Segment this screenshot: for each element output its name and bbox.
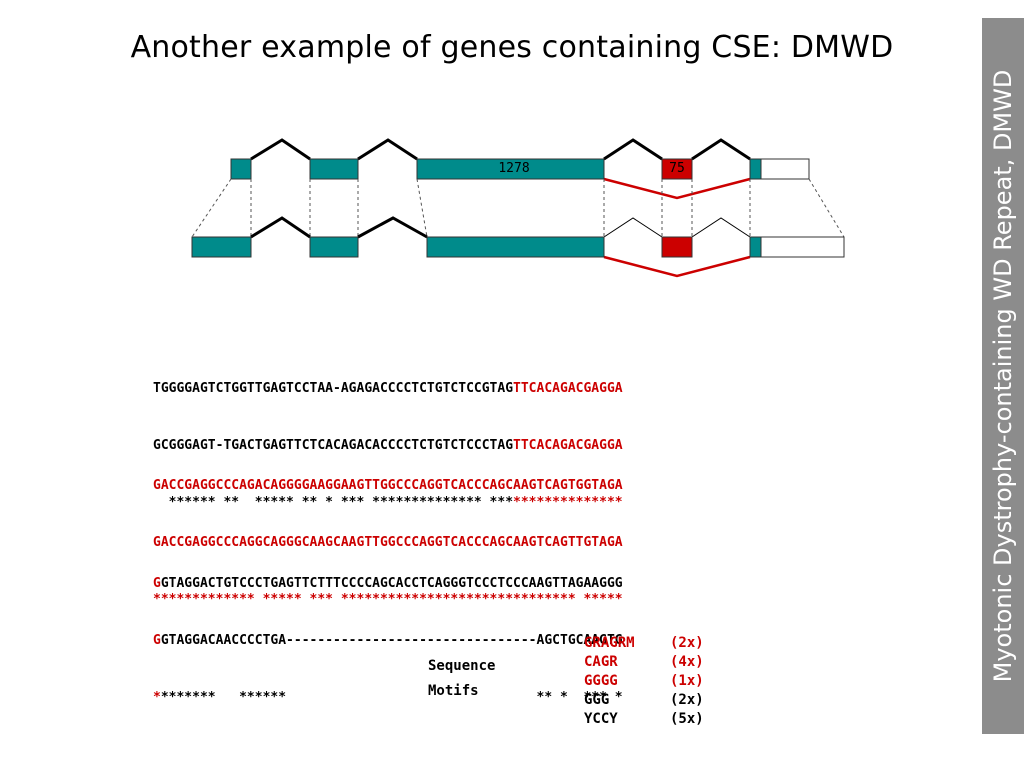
top-alt-splice — [603, 177, 751, 200]
bottom-exon-1 — [191, 236, 252, 258]
alignment-block-2: GACCGAGGCCCAGACAGGGGAAGGAAGTTGGCCCAGGTCA… — [153, 438, 623, 628]
block1-line3: ****** ** ***** ** * *** ************** … — [153, 495, 623, 510]
bottom-intron-1 — [250, 216, 311, 239]
alignment-block-3: GGTAGGACTGTCCCTGAGTTCTTTCCCCAGCACCTCAGGG… — [153, 536, 623, 726]
block2-line3: ************* ***** *** ****************… — [153, 592, 623, 607]
block3-line1: GGTAGGACTGTCCCTGAGTTCTTTCCCCAGCACCTCAGGG… — [153, 576, 623, 591]
bottom-exon-3 — [426, 236, 605, 258]
motif-row: CAGR(4x) — [584, 654, 704, 670]
bottom-introns-thin — [603, 217, 751, 238]
connector-10 — [808, 178, 845, 238]
bottom-alt-splice — [603, 255, 751, 278]
sidebar-banner: Myotonic Dystrophy-containing WD Repeat,… — [982, 18, 1024, 734]
bottom-exon-alt — [661, 236, 693, 258]
exon-label-75: 75 — [669, 161, 685, 176]
top-intron-4 — [691, 138, 751, 161]
motif-table: GRAGRM(2x) CAGR(4x) GGGG(1x) GGG(2x) YCC… — [584, 634, 704, 729]
bottom-exon-5 — [749, 236, 762, 258]
top-intron-1 — [250, 138, 311, 161]
dashed-connectors — [191, 178, 845, 238]
connector-1 — [191, 178, 232, 238]
block1-line1: TGGGGAGTCTGGTTGAGTCCTAA-AGAGACCCCTCTGTCT… — [153, 381, 623, 396]
bottom-intron-3 — [603, 217, 663, 238]
slide-title: Another example of genes containing CSE:… — [130, 30, 894, 65]
alignment-block-1: TGGGGAGTCTGGTTGAGTCCTAA-AGAGACCCCTCTGTCT… — [153, 341, 623, 531]
top-exon-5 — [749, 158, 762, 180]
splicing-diagram: 1278 75 — [191, 138, 845, 278]
bottom-intron-4 — [691, 217, 751, 238]
bottom-exon-2 — [309, 236, 359, 258]
top-exons — [230, 158, 810, 180]
top-exon-alt — [661, 158, 693, 180]
block1-line2: GCGGGAGT-TGACTGAGTTCTCACAGACACCCCTCTGTCT… — [153, 438, 623, 453]
top-exon-2 — [309, 158, 359, 180]
bottom-exons — [191, 236, 845, 258]
motif-label-sequence: Sequence — [428, 658, 496, 674]
motif-row: GGG(2x) — [584, 692, 704, 708]
block3-line3: ******** ****** ** * *** * — [153, 690, 623, 705]
bottom-intron-2 — [357, 216, 428, 239]
connector-5 — [416, 178, 428, 238]
top-intron-2 — [357, 138, 418, 161]
block3-line2: GGTAGGACAACCCCTGA-----------------------… — [153, 633, 623, 648]
top-introns — [250, 138, 751, 161]
motif-label-motifs: Motifs — [428, 683, 479, 699]
bottom-utr — [760, 236, 845, 258]
motif-row: YCCY(5x) — [584, 711, 704, 727]
top-utr — [760, 158, 810, 180]
block2-line1: GACCGAGGCCCAGACAGGGGAAGGAAGTTGGCCCAGGTCA… — [153, 478, 623, 493]
motif-row: GGGG(1x) — [584, 673, 704, 689]
top-exon-1 — [230, 158, 252, 180]
exon-label-1278: 1278 — [498, 161, 529, 176]
bottom-introns — [250, 216, 428, 239]
top-exon-3 — [416, 158, 605, 180]
block2-line2: GACCGAGGCCCAGGCAGGGCAAGCAAGTTGGCCCAGGTCA… — [153, 535, 623, 550]
motif-row: GRAGRM(2x) — [584, 635, 704, 651]
top-intron-3 — [603, 138, 663, 161]
